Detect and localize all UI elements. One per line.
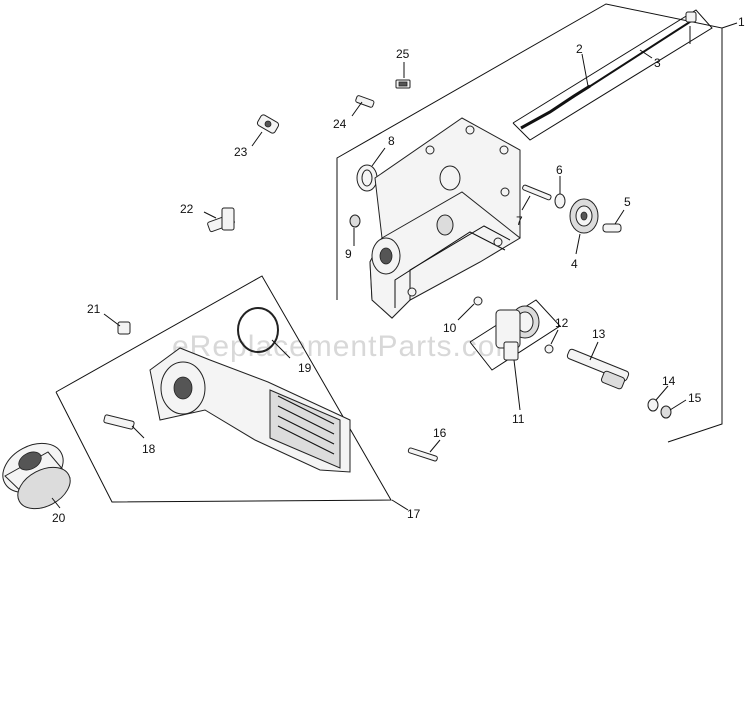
callout-4: 4 [571,257,578,271]
part-16-bolt [407,447,438,462]
callout-25: 25 [396,47,410,61]
callout-23: 23 [234,145,248,159]
callout-9: 9 [345,247,352,261]
group-outline-1 [336,3,723,443]
part-17-oil-cooler [149,347,351,473]
callout-13: 13 [592,327,606,341]
part-18-bolt [103,414,135,430]
leader-1 [721,22,738,29]
callout-15: 15 [688,391,702,405]
part-6-washer [554,193,566,209]
part-15-screw [660,405,672,419]
part-2-3-dipstick-tube [520,11,697,130]
callout-11: 11 [512,412,525,426]
part-10-o-ring [473,296,483,306]
part-22-elbow-fitting [207,207,235,233]
part-13-shaft [566,348,630,390]
callout-24: 24 [333,117,347,131]
part-4-gear [569,198,599,234]
callout-3: 3 [654,56,661,70]
callout-18: 18 [142,442,156,456]
part-5-pin [602,223,622,233]
callout-16: 16 [433,426,447,440]
part-crankcase-cover [369,117,521,319]
callout-2: 2 [576,42,583,56]
callout-5: 5 [624,195,631,209]
part-8-seal [356,164,378,192]
part-21-fitting [117,321,131,335]
part-20-oil-filter [2,442,71,510]
watermark-text: eReplacementParts.com [172,330,521,363]
part-9-plug [349,214,361,228]
callout-21: 21 [87,302,101,316]
part-19-o-ring [237,307,279,353]
group-outline-dipstick [512,9,713,141]
callout-17: 17 [407,507,421,521]
callout-14: 14 [662,374,676,388]
group-outline-17 [55,275,392,503]
part-14-washer [647,398,659,412]
callout-1: 1 [738,15,745,29]
part-24-bolt [355,95,375,108]
leader-lines [51,49,687,511]
part-7-pin [522,184,552,201]
callout-20: 20 [52,511,66,525]
callout-6: 6 [556,163,563,177]
callout-12: 12 [555,316,569,330]
part-23-breather [256,114,280,134]
part-12-o-ring [544,344,554,354]
callout-22: 22 [180,202,194,216]
callout-19: 19 [298,361,312,375]
callout-10: 10 [443,321,457,335]
callout-8: 8 [388,134,395,148]
callout-7: 7 [516,214,523,228]
part-11-oil-pump [495,305,540,361]
part-25-bolt [395,79,411,89]
